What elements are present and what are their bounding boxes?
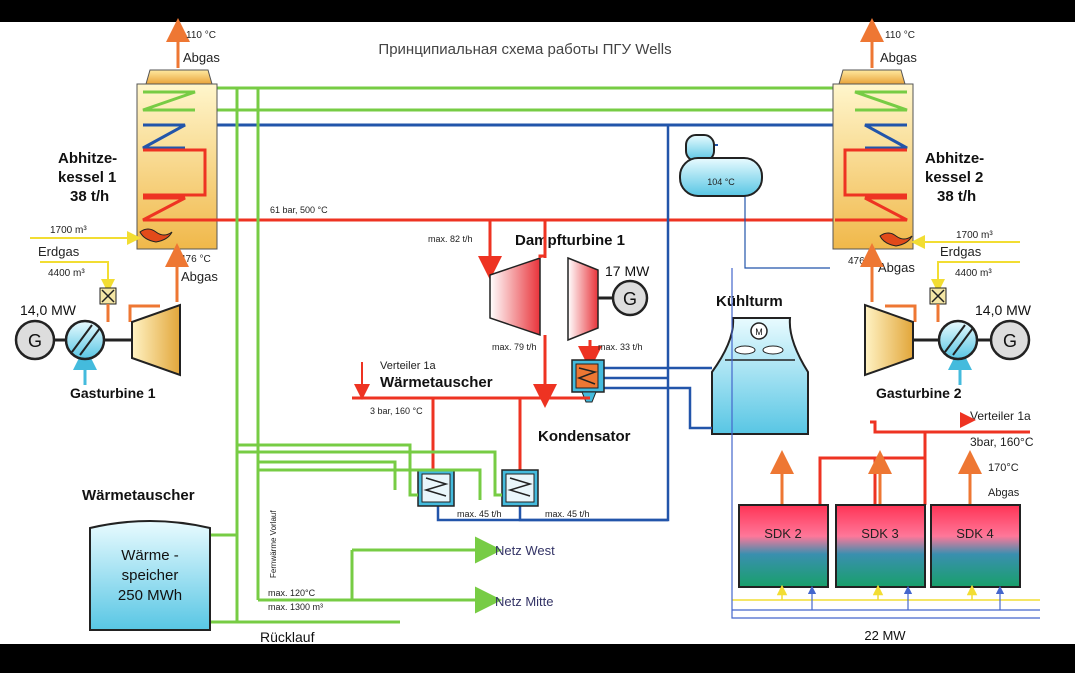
sdk-unit-2-label: SDK 2 (764, 526, 802, 541)
steam-turbine-name: Dampfturbine 1 (515, 232, 625, 249)
tank-temp: 104 °C (707, 177, 735, 187)
generator-st-label: G (623, 289, 637, 309)
netz-west-label: Netz West (495, 543, 555, 558)
diagram-title: Принципиальная схема работы ПГУ Wells (378, 41, 671, 58)
hx-params: 3 bar, 160 °C (370, 406, 423, 416)
compressor-gt2-icon (937, 319, 979, 361)
gt1-name: Gasturbine 1 (70, 385, 156, 401)
sdk-unit-4 (930, 504, 1021, 588)
heat-exchanger-section: Verteiler 1a Wärmetauscher 3 bar, 160 °C… (352, 360, 590, 519)
steam-max-to-hx: max. 79 t/h (492, 342, 537, 352)
fan-motor-label: M (755, 327, 763, 337)
sdk-power: 22 MW (864, 628, 906, 643)
district-heating-lines (210, 88, 502, 624)
sdk-temp: 170°C (988, 462, 1019, 474)
feedwater-lines (140, 86, 835, 522)
steam-max-in: max. 82 t/h (428, 234, 473, 244)
boiler-1-flue-temp: 476 °C (180, 254, 211, 265)
district-flow-label: Fernwärme Vorlauf (269, 510, 278, 578)
netz-mitte-label: Netz Mitte (495, 594, 554, 609)
compressor-gt1-icon (64, 319, 106, 361)
steam-turbine-power: 17 MW (605, 263, 650, 279)
feedwater-tank-icon (679, 157, 763, 197)
boiler-2-name-line1: Abhitze- (925, 150, 984, 167)
district-max-flow: max. 1300 m³ (268, 602, 323, 612)
hx-max-b: max. 45 t/h (545, 509, 590, 519)
storage-line3: 250 MWh (118, 587, 182, 604)
condenser: Kondensator (538, 359, 631, 445)
sdk-params: 3bar, 160°C (970, 435, 1034, 449)
steam-turbine-hp-icon (489, 256, 541, 337)
storage-line1: Wärme - (121, 547, 179, 564)
steam-turbine-lp-icon (567, 256, 599, 342)
gas-2-label: Erdgas (940, 244, 982, 259)
return-label: Rücklauf (260, 629, 315, 645)
gas-2-flow: 4400 m³ (955, 268, 992, 279)
boiler-2-exhaust-label: Abgas (880, 50, 917, 65)
boiler-1-exhaust-label: Abgas (183, 50, 220, 65)
cooling-tower: Kühlturm M (603, 293, 809, 435)
heat-storage-icon (89, 520, 211, 631)
steam-max-to-cond: max. 33 t/h (598, 342, 643, 352)
boiler-2: 110 °C Abgas Abhitze- kessel 2 38 t/h 17… (832, 18, 1020, 302)
hx-name: Wärmetauscher (380, 374, 493, 391)
steam-turbine: 61 bar, 500 °C max. 82 t/h Dampfturbine … (270, 205, 650, 408)
turbine-gt1-icon (131, 303, 181, 377)
sdk-exhaust: Abgas (988, 487, 1020, 499)
boiler-1-flue-label: Abgas (181, 269, 218, 284)
gt1-power: 14,0 MW (20, 302, 77, 318)
boiler-2-exhaust-temp: 110 °C (885, 30, 915, 41)
storage-line2: speicher (122, 567, 179, 584)
gas-1-label: Erdgas (38, 244, 80, 259)
cooling-tower-icon (711, 317, 809, 435)
burner-1-icon (139, 228, 173, 243)
boiler-2-gas-flow: 1700 m³ (956, 230, 993, 241)
heat-storage: Wärmetauscher Wärme - speicher 250 MWh (82, 487, 211, 631)
boiler-1-capacity: 38 t/h (70, 188, 109, 205)
cooling-tower-name: Kühlturm (716, 293, 783, 310)
boiler-2-stack (838, 69, 906, 85)
feedwater-tank: 104 °C (679, 134, 763, 197)
hx-max-a: max. 45 t/h (457, 509, 502, 519)
boiler-2-name-line2: kessel 2 (925, 169, 983, 186)
generator-st-icon (611, 279, 649, 317)
generator-gt2-label: G (1003, 331, 1017, 351)
boiler-1-name-line2: kessel 1 (58, 169, 116, 186)
gt2-power: 14,0 MW (975, 302, 1032, 318)
generator-gt2-icon (989, 319, 1031, 361)
boiler-1: 110 °C Abgas Abhitze- kessel 1 38 t/h 17… (30, 18, 220, 302)
sdk-unit-3 (835, 504, 926, 588)
sdk-unit-3-label: SDK 3 (861, 526, 899, 541)
gas-turbine-1: Erdgas 4400 m³ G 14,0 MW Gasturbine 1 (14, 244, 181, 401)
gt2-name: Gasturbine 2 (876, 385, 962, 401)
fan-motor-icon (750, 322, 768, 340)
turbine-gt2-icon (864, 303, 914, 377)
hx-distributor: Verteiler 1a (380, 360, 437, 372)
gas-1-flow: 4400 m³ (48, 268, 85, 279)
boiler-2-flue-label: Abgas (878, 260, 915, 275)
generator-gt1-label: G (28, 331, 42, 351)
sdk-section: Verteiler 1a 3bar, 160°C 170°C Abgas SDK… (731, 268, 1040, 643)
condenser-name: Kondensator (538, 428, 631, 445)
district-max-temp: max. 120°C (268, 588, 316, 598)
boiler-2-flue-temp: 476 °C (848, 256, 879, 267)
sdk-unit-4-label: SDK 4 (956, 526, 994, 541)
storage-title: Wärmetauscher (82, 487, 195, 504)
boiler-2-capacity: 38 t/h (937, 188, 976, 205)
boiler-1-exhaust-temp: 110 °C (186, 30, 216, 41)
boiler-1-stack (145, 69, 213, 85)
boiler-1-name-line1: Abhitze- (58, 150, 117, 167)
gas-turbine-2: Erdgas 4400 m³ G 14,0 MW Gasturbine 2 (864, 244, 1032, 401)
boiler-1-gas-flow: 1700 m³ (50, 225, 87, 236)
sdk-distributor: Verteiler 1a (970, 409, 1031, 423)
steam-line-params: 61 bar, 500 °C (270, 205, 328, 215)
sdk-unit-2 (738, 504, 829, 588)
